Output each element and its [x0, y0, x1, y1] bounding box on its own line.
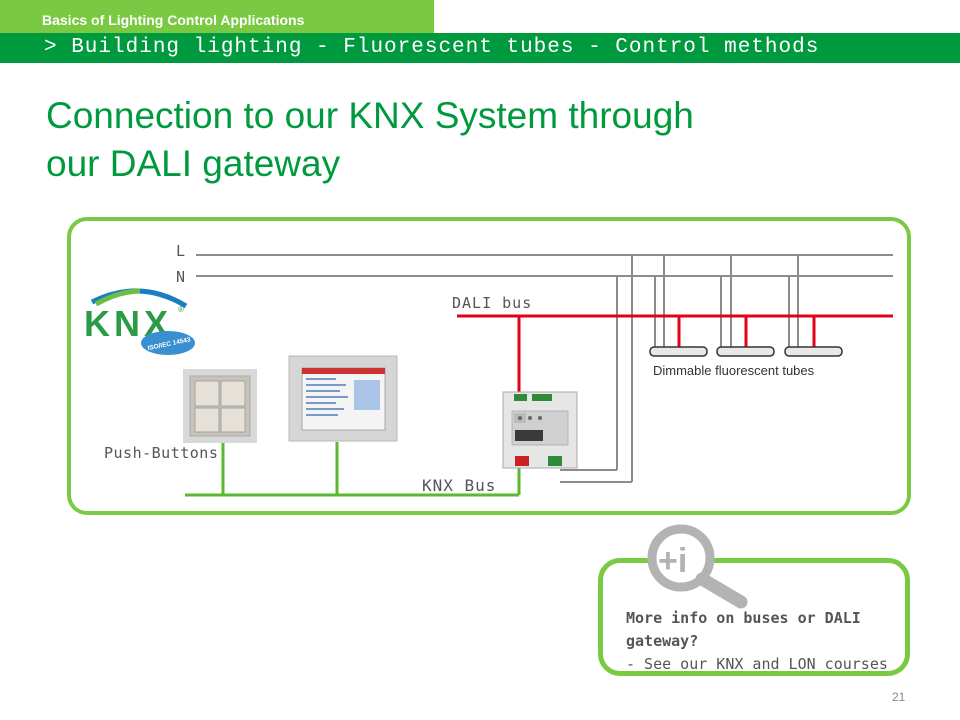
info-magnifier-icon: +i: [647, 524, 748, 609]
info-answer: - See our KNX and LON courses: [626, 655, 888, 673]
diagram-frame: [67, 217, 911, 515]
breadcrumb: > Building lighting - Fluorescent tubes …: [0, 33, 960, 63]
info-box: [598, 558, 910, 676]
section-tab-label: Basics of Lighting Control Applications: [42, 12, 305, 28]
push-button-device: [183, 369, 257, 443]
push-buttons-label: Push-Buttons: [104, 444, 219, 462]
dali-bus-label: DALI bus: [452, 294, 533, 312]
info-text: More info on buses or DALI gateway? - Se…: [626, 607, 896, 676]
knx-logo: KNX ® ISO/IEC 14543: [84, 288, 195, 355]
breadcrumb-text: > Building lighting - Fluorescent tubes …: [44, 36, 820, 59]
tubes-label: Dimmable fluorescent tubes: [653, 363, 815, 378]
touch-panel-device: [288, 355, 398, 442]
page-title-line2: our DALI gateway: [46, 143, 341, 184]
fluorescent-tube-2: [716, 346, 775, 357]
svg-text:+i: +i: [658, 542, 687, 580]
line-n-label: N: [176, 268, 186, 286]
knx-logo-registered: ®: [178, 305, 184, 314]
line-l-label: L: [176, 242, 186, 260]
fluorescent-tubes: [649, 346, 843, 357]
info-question: More info on buses or DALI gateway?: [626, 609, 861, 650]
tube-power-drops: [654, 255, 799, 348]
section-tab: Basics of Lighting Control Applications: [0, 0, 434, 33]
fluorescent-tube-1: [649, 346, 708, 357]
page-title: Connection to our KNX System through our…: [46, 92, 866, 188]
knx-bus-label: KNX Bus: [422, 476, 497, 495]
page-number: 21: [892, 690, 906, 704]
page-title-line1: Connection to our KNX System through: [46, 95, 694, 136]
dali-gateway-device: [502, 391, 578, 469]
fluorescent-tube-3: [784, 346, 843, 357]
